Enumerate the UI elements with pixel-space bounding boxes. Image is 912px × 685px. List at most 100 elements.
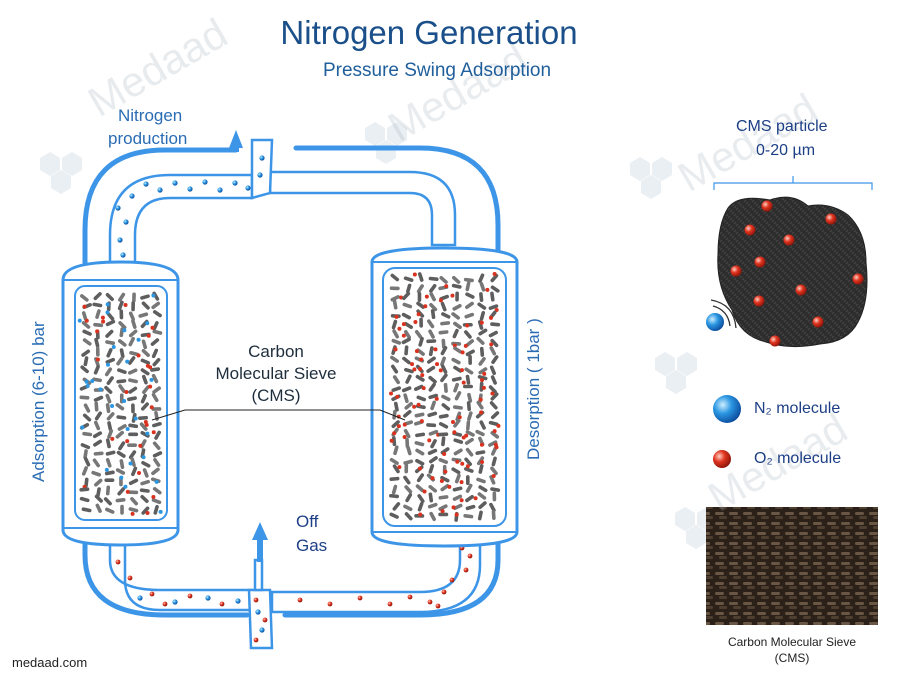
cms-pellet <box>150 367 161 372</box>
cms-photo <box>706 507 878 625</box>
cms-pellet <box>417 494 425 503</box>
nitrogen-production-label-line2: production <box>108 129 188 148</box>
cms-pellet <box>105 393 112 404</box>
cms-pellet <box>128 386 138 394</box>
cms-pellet <box>477 510 483 521</box>
cms-pellet <box>141 339 148 350</box>
cms-pellet <box>401 337 411 345</box>
bed-molecule <box>492 271 497 276</box>
cms-pellet <box>452 328 459 339</box>
bed-molecule <box>457 415 462 420</box>
cms-pellet <box>104 478 115 482</box>
cms-pellet <box>128 356 136 365</box>
cms-pellet <box>404 367 414 374</box>
cms-pellet <box>128 329 138 338</box>
bed-molecule <box>158 509 163 514</box>
cms-pellet <box>466 475 470 486</box>
bed-molecule <box>418 512 423 517</box>
bed-molecule <box>443 469 448 474</box>
cms-pellet <box>440 321 451 326</box>
cms-pellet <box>94 357 100 367</box>
cms-pellet <box>488 440 498 447</box>
cms-pellet <box>80 294 89 302</box>
cms-pellet <box>81 466 88 476</box>
bed-molecule <box>141 455 146 460</box>
cms-pellet <box>93 451 104 456</box>
bed-molecule <box>148 384 153 389</box>
cms-pellet <box>79 496 90 503</box>
cms-pellet <box>105 450 116 456</box>
cms-pellet <box>477 320 484 330</box>
cms-pellet <box>96 487 101 498</box>
cms-pellet <box>443 382 448 393</box>
cms-pellet <box>151 392 159 403</box>
bed-molecule <box>434 396 439 401</box>
cms-pellet <box>490 285 500 293</box>
cms-pellet <box>430 439 437 449</box>
pipe-n2-molecules <box>115 155 265 633</box>
cms-pellet <box>464 330 472 339</box>
cms-pellet <box>427 356 436 364</box>
cms-pellet <box>463 514 474 519</box>
cms-pellet <box>427 411 438 418</box>
cms-pellet <box>416 395 427 402</box>
cms-pellet <box>415 374 425 382</box>
cms-pellet <box>414 329 423 339</box>
cms-pellet <box>140 294 150 300</box>
bed-molecule <box>105 302 110 307</box>
cms-pellet <box>107 421 113 432</box>
cms-pellet <box>427 319 435 329</box>
cms-pellet <box>152 386 161 394</box>
page-subtitle: Pressure Swing Adsorption <box>322 60 552 81</box>
cms-pellet <box>430 400 436 411</box>
cms-pellet <box>82 413 92 422</box>
cms-pellet <box>128 423 139 429</box>
bed-molecule <box>145 431 150 436</box>
cms-pellet <box>428 492 434 503</box>
cms-pellet <box>465 301 474 309</box>
off-gas-outlet <box>247 558 274 650</box>
cms-pellet <box>389 512 399 519</box>
bed-molecule <box>463 343 468 348</box>
pipe-o2-molecules <box>115 545 473 643</box>
bed-molecule <box>419 419 424 424</box>
bed-molecule <box>479 378 484 383</box>
cms-pellet <box>152 486 162 495</box>
cms-pellet <box>116 356 124 366</box>
cms-pellet <box>83 449 88 460</box>
bed-molecule <box>146 333 151 338</box>
cms-pellet <box>478 501 487 510</box>
cms-pellet <box>466 420 471 431</box>
bed-molecule <box>490 391 495 396</box>
cms-pellet <box>455 291 459 302</box>
o2-legend-icon <box>713 450 731 468</box>
adsorption-cms-bed <box>77 291 163 516</box>
cms-pellet <box>404 345 409 356</box>
cms-pellet <box>441 436 446 447</box>
cms-pellet <box>93 439 103 447</box>
cms-pellet <box>417 272 424 282</box>
bed-molecule <box>481 385 486 390</box>
cms-pellet <box>428 329 435 339</box>
bed-molecule <box>389 391 394 396</box>
cms-pellet <box>106 348 113 358</box>
cms-pellet <box>439 275 448 284</box>
cms-pellet <box>391 319 398 330</box>
bed-molecule <box>412 367 417 372</box>
bed-molecule <box>150 325 155 330</box>
cms-pellet <box>141 301 150 310</box>
cms-pellet <box>392 329 400 339</box>
cms-pellet <box>429 511 436 522</box>
cms-pellet <box>138 312 149 318</box>
bed-molecule <box>492 429 497 434</box>
cms-pellet <box>403 393 409 404</box>
cms-pellet <box>479 281 486 292</box>
cms-pellet <box>93 395 104 402</box>
cms-pellet <box>105 485 111 496</box>
cms-pellet <box>117 300 124 311</box>
cms-pellet <box>415 448 425 456</box>
cms-pellet <box>490 338 499 348</box>
cms-pellet <box>453 346 463 354</box>
cms-pellet <box>80 443 91 450</box>
